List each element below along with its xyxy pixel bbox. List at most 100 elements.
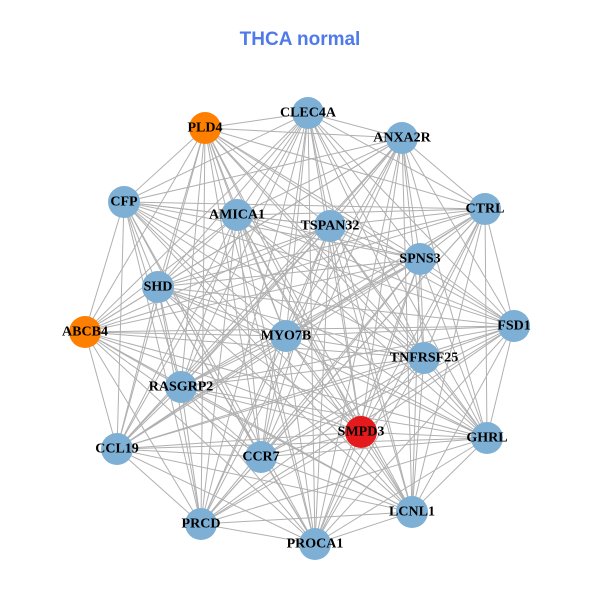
edge-AMICA1-CCR7 (236, 214, 262, 458)
edge-SPNS3-SMPD3 (360, 258, 421, 433)
node-circle (189, 112, 221, 144)
edge-AMICA1-CTRL (236, 208, 486, 216)
node-label: AMICA1 (209, 208, 265, 223)
edge-PLD4-PROCA1 (204, 127, 316, 545)
edge-TNFRSF25-GHRL (423, 357, 488, 439)
edge-TNFRSF25-PROCA1 (314, 357, 425, 545)
edge-RASGRP2-GHRL (180, 386, 488, 439)
node-label: TNFRSF25 (390, 351, 458, 366)
node-circle (165, 371, 197, 403)
node-circle (142, 271, 174, 303)
edge-CLEC4A-CTRL (307, 112, 486, 210)
node-ABCB4: ABCB4 (62, 316, 108, 348)
edge-PLD4-ABCB4 (84, 127, 206, 333)
edge-CCL19-CCR7 (116, 448, 262, 458)
node-circle (299, 528, 331, 560)
edge-ABCB4-GHRL (84, 331, 488, 439)
edge-PLD4-SPNS3 (204, 127, 421, 260)
edge-SMPD3-PRCD (200, 431, 362, 525)
edge-MYO7B-RASGRP2 (180, 335, 287, 388)
node-label: CCR7 (242, 450, 279, 465)
edge-GHRL-PROCA1 (314, 437, 488, 545)
edge-ANXA2R-PRCD (200, 137, 403, 525)
edge-SHD-RASGRP2 (157, 286, 182, 388)
edge-CLEC4A-ANXA2R (307, 112, 403, 139)
node-label: CFP (110, 195, 138, 210)
edge-FSD1-LCNL1 (411, 325, 515, 513)
edge-PLD4-FSD1 (204, 127, 515, 327)
edge-SPNS3-LCNL1 (411, 258, 421, 513)
edge-ABCB4-CCL19 (84, 331, 118, 450)
node-circle (221, 199, 253, 231)
edge-SHD-PRCD (157, 286, 202, 525)
edge-CFP-CCL19 (116, 201, 125, 450)
edge-AMICA1-FSD1 (236, 214, 515, 327)
edge-CFP-PROCA1 (123, 201, 316, 545)
edge-TSPAN32-RASGRP2 (180, 225, 331, 388)
node-CTRL: CTRL (466, 193, 505, 225)
edge-CTRL-LCNL1 (411, 208, 486, 513)
edge-TNFRSF25-CCR7 (260, 357, 425, 458)
edge-GHRL-CCR7 (260, 437, 488, 458)
edge-SHD-FSD1 (157, 286, 515, 327)
edge-RASGRP2-SMPD3 (180, 386, 362, 433)
node-label: PLD4 (188, 121, 223, 136)
edge-SHD-MYO7B (157, 286, 287, 337)
edge-ANXA2R-AMICA1 (236, 137, 403, 216)
node-label: ABCB4 (62, 325, 108, 340)
node-label: SHD (144, 280, 173, 295)
node-label: ANXA2R (373, 131, 431, 146)
edge-TSPAN32-ABCB4 (84, 225, 331, 333)
node-label: SMPD3 (338, 425, 385, 440)
node-label: GHRL (466, 431, 507, 446)
edge-SHD-CCL19 (116, 286, 159, 450)
edge-SPNS3-FSD1 (419, 258, 515, 327)
node-label: PRCD (182, 517, 221, 532)
node-TNFRSF25: TNFRSF25 (390, 342, 458, 374)
edge-MYO7B-CCR7 (260, 335, 287, 458)
node-LCNL1: LCNL1 (389, 496, 435, 528)
edge-CCL19-PRCD (116, 448, 202, 525)
edge-CFP-ABCB4 (84, 201, 125, 333)
node-circle (292, 97, 324, 129)
edge-MYO7B-GHRL (285, 335, 488, 439)
node-MYO7B: MYO7B (261, 320, 311, 352)
node-circle (396, 496, 428, 528)
edge-CTRL-RASGRP2 (180, 208, 486, 388)
edge-SPNS3-SHD (157, 258, 421, 288)
edge-CLEC4A-AMICA1 (236, 112, 309, 216)
edge-CCR7-PROCA1 (260, 456, 316, 545)
edge-CTRL-FSD1 (484, 208, 515, 327)
edge-ABCB4-TNFRSF25 (84, 331, 425, 359)
edge-TSPAN32-SHD (157, 225, 331, 288)
edge-CLEC4A-ABCB4 (84, 112, 309, 333)
edge-AMICA1-CCL19 (116, 214, 238, 450)
node-label: RASGRP2 (149, 380, 214, 395)
edge-ANXA2R-CTRL (401, 137, 486, 210)
node-label: CLEC4A (280, 106, 337, 121)
edge-MYO7B-PROCA1 (285, 335, 316, 545)
edge-PLD4-RASGRP2 (180, 127, 206, 388)
node-circle (404, 243, 436, 275)
edge-CLEC4A-TSPAN32 (307, 112, 331, 227)
edge-CTRL-SHD (157, 208, 486, 288)
edge-SHD-SMPD3 (157, 286, 362, 433)
edge-TSPAN32-CTRL (329, 208, 486, 227)
node-label: SPNS3 (399, 252, 440, 267)
edge-FSD1-CCR7 (260, 325, 515, 458)
node-ANXA2R: ANXA2R (373, 122, 432, 154)
node-GHRL: GHRL (466, 422, 508, 454)
node-FSD1: FSD1 (497, 310, 531, 342)
node-CCL19: CCL19 (95, 433, 139, 465)
edge-SPNS3-ABCB4 (84, 258, 421, 333)
node-SPNS3: SPNS3 (399, 243, 441, 275)
edge-CFP-CTRL (123, 201, 486, 210)
node-label: FSD1 (497, 319, 530, 334)
node-label: LCNL1 (389, 505, 435, 520)
edge-PLD4-ANXA2R (204, 127, 403, 139)
edge-FSD1-SMPD3 (360, 325, 515, 433)
node-label: CTRL (466, 202, 505, 217)
node-CCR7: CCR7 (242, 441, 280, 473)
edge-GHRL-LCNL1 (411, 437, 488, 513)
